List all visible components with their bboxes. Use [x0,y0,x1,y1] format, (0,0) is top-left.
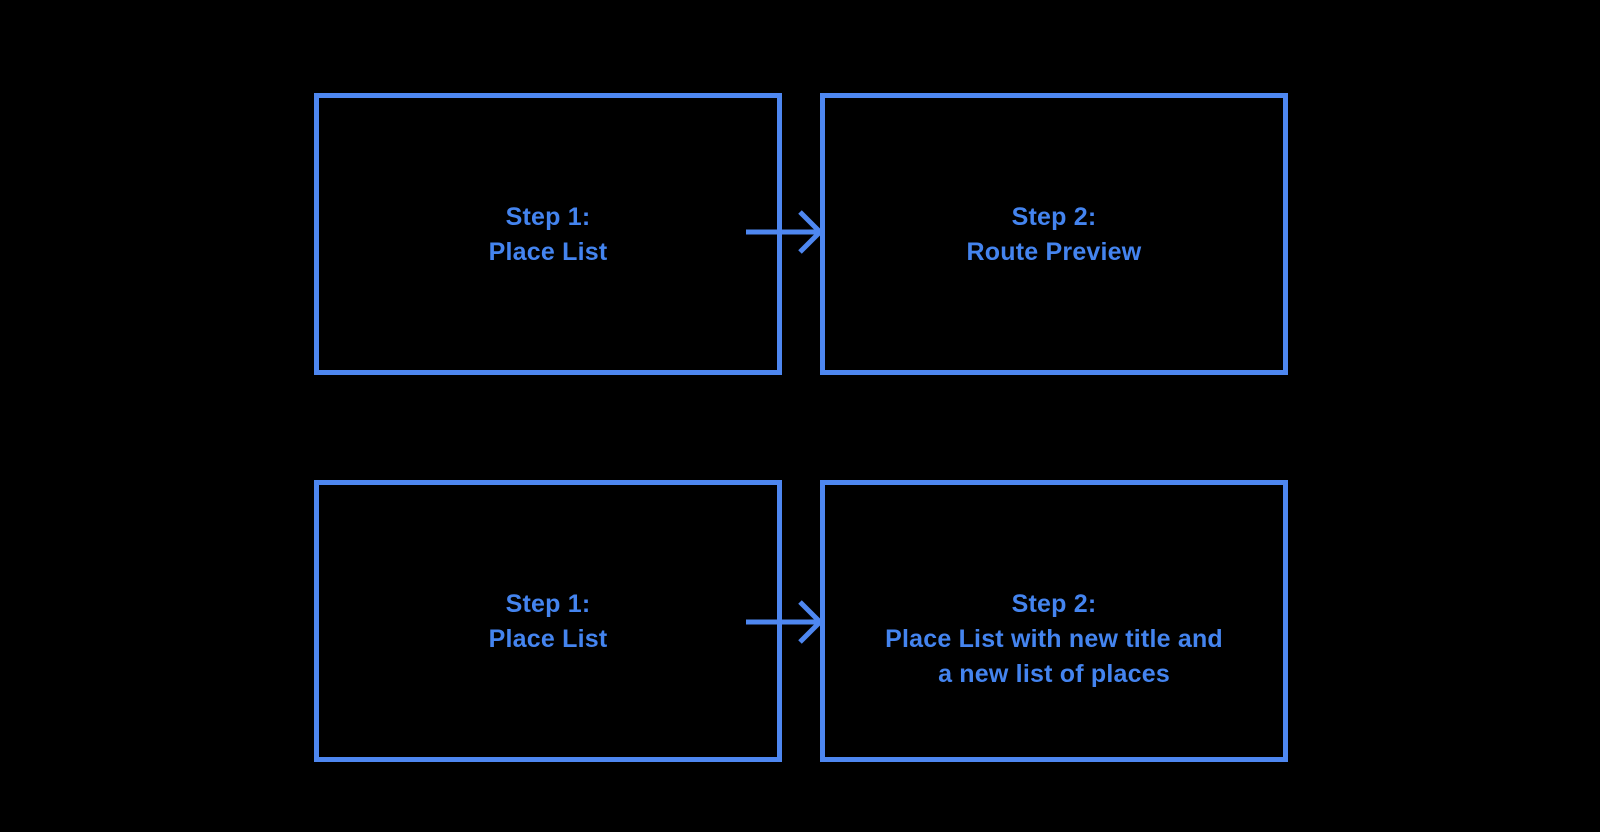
right-arrow-icon [746,600,824,644]
box-label-line: Route Preview [966,238,1142,266]
flow-box-step1-place-list: Step 1: Place List [314,93,782,375]
right-arrow-icon [746,210,824,254]
box-label-line: Step 2: [1011,590,1097,618]
box-label-line: Step 2: [1011,203,1097,231]
box-label: Step 2: Route Preview [825,200,1283,270]
box-label: Step 2: Place List with new title and a … [825,587,1283,692]
flow-box-step2-place-list-new: Step 2: Place List with new title and a … [820,480,1288,762]
box-label: Step 1: Place List [319,200,777,270]
box-label-line: Step 1: [505,590,591,618]
box-label-line: Step 1: [505,203,591,231]
flow-box-step2-route-preview: Step 2: Route Preview [820,93,1288,375]
flow-box-step1-place-list: Step 1: Place List [314,480,782,762]
box-label-line: Place List [488,238,608,266]
box-label-line: a new list of places [938,660,1170,688]
box-label-line: Place List [488,625,608,653]
box-label-line: Place List with new title and [885,625,1223,653]
box-label: Step 1: Place List [319,587,777,657]
